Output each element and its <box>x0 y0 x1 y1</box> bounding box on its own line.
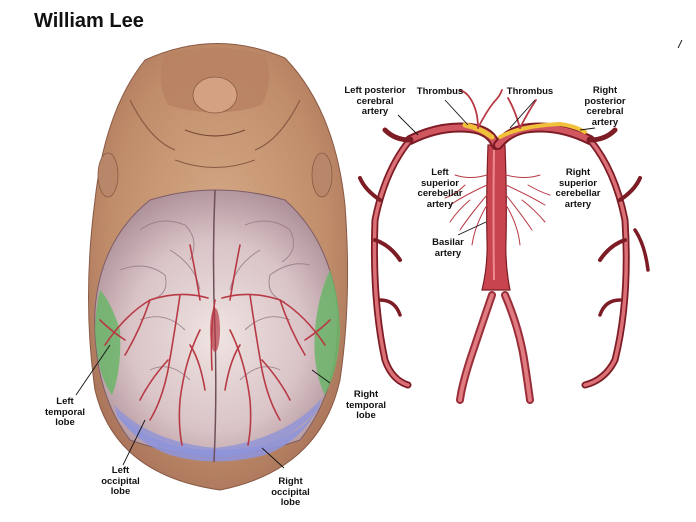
label-left-occipital-lobe: Left occipital lobe <box>101 465 140 497</box>
basilar-artery <box>481 144 511 291</box>
top-small-branches <box>459 89 537 129</box>
label-right-occipital-lobe: Right occipital lobe <box>271 476 310 508</box>
label-left-temporal-lobe: Left temporal lobe <box>44 396 86 428</box>
label-left-superior-cerebellar-artery: Left superior cerebellar artery <box>417 167 463 210</box>
basilar-highlight <box>492 149 495 281</box>
brain-inferior-view <box>94 189 340 463</box>
brainstem-cut <box>210 308 220 352</box>
vertebral-arteries <box>456 291 534 404</box>
ear-left <box>97 152 119 198</box>
arterial-diagram <box>75 39 683 469</box>
right-temporal-lobe-region <box>314 270 340 395</box>
mouth <box>184 129 246 137</box>
page-title: William Lee <box>34 10 144 32</box>
occipital-lobe-band <box>114 398 322 458</box>
jaw-right <box>254 99 301 151</box>
label-right-posterior-cerebral-artery: Right posterior cerebral artery <box>584 85 626 128</box>
label-thrombus-left: Thrombus <box>416 86 464 97</box>
label-thrombus-right: Thrombus <box>506 86 554 97</box>
thrombus-right-deposit <box>498 121 587 139</box>
label-left-posterior-cerebral-artery: Left posterior cerebral artery <box>344 85 406 117</box>
jaw-left <box>129 99 176 151</box>
thrombus-left-deposit <box>462 122 495 140</box>
leader-lines <box>75 39 683 469</box>
label-right-temporal-lobe: Right temporal lobe <box>345 389 387 421</box>
brain-gyri <box>119 220 311 381</box>
label-basilar-artery: Basilar artery <box>432 237 464 259</box>
outer-descending-branches <box>358 127 650 389</box>
nose-tip <box>192 76 238 114</box>
nostril-area <box>174 159 256 168</box>
label-right-superior-cerebellar-artery: Right superior cerebellar artery <box>555 167 601 210</box>
ear-right <box>311 152 333 198</box>
superior-cerebellar-branches <box>444 174 551 246</box>
left-temporal-lobe-region <box>95 290 121 395</box>
